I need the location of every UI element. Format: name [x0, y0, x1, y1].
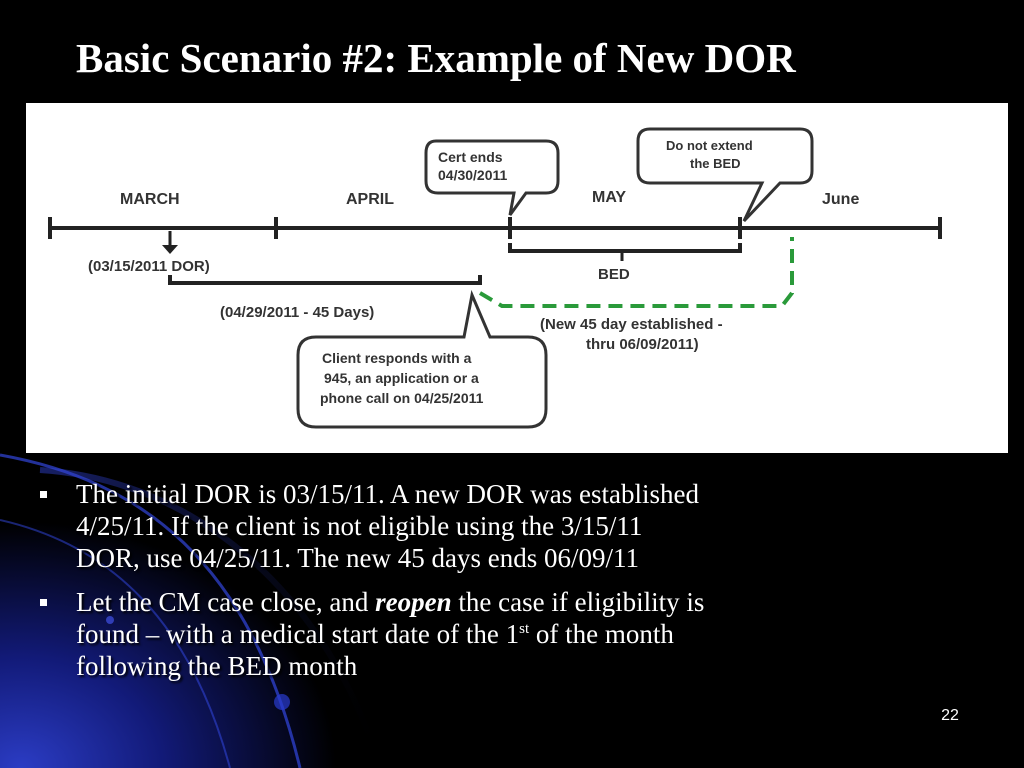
bed-bracket — [508, 243, 742, 253]
bullet-2-superscript: st — [519, 621, 530, 637]
bullet-2-text-b: the case if eligibility is — [451, 587, 705, 617]
month-may: MAY — [592, 189, 626, 206]
bullet-1-line-1: The initial DOR is 03/15/11. A new DOR w… — [76, 479, 699, 509]
bullet-1-line-3: DOR, use 04/25/11. The new 45 days ends … — [76, 543, 639, 573]
client-responds-line3: phone call on 04/25/2011 — [320, 390, 484, 406]
client-responds-line2: 945, an application or a — [324, 370, 479, 386]
bullet-2-text-d: of the month — [529, 619, 674, 649]
month-june: June — [822, 191, 859, 208]
slide-number: 22 — [941, 707, 959, 724]
bullet-2-emphasis: reopen — [375, 587, 452, 617]
bullet-2-line-3: following the BED month — [76, 651, 358, 681]
forty-five-days-bracket — [168, 275, 482, 285]
bullet-item-2: Let the CM case close, and reopen the ca… — [34, 586, 964, 682]
cert-ends-callout: Cert ends 04/30/2011 — [424, 139, 560, 216]
do-not-extend-line2: the BED — [690, 156, 741, 171]
bullet-2-text-a: Let the CM case close, and — [76, 587, 376, 617]
new-45-days-dashed-line — [478, 237, 794, 308]
slide-title: Basic Scenario #2: Example of New DOR — [76, 35, 796, 81]
timeline-diagram: MARCH APRIL MAY June (03/15/2011 DOR) (0… — [26, 103, 1008, 453]
client-responds-line1: Client responds with a — [322, 350, 472, 366]
bullet-square-icon — [40, 491, 47, 498]
bullet-1-line-2: 4/25/11. If the client is not eligible u… — [76, 511, 643, 541]
bullet-2-line-1: Let the CM case close, and reopen the ca… — [76, 586, 964, 618]
dor-arrow-head — [162, 245, 178, 254]
bed-label: BED — [598, 266, 630, 283]
bullet-item-1: The initial DOR is 03/15/11. A new DOR w… — [34, 478, 964, 574]
bullet-2-text-c: found – with a medical start date of the… — [76, 619, 520, 649]
month-april: APRIL — [346, 191, 394, 208]
cert-ends-line2: 04/30/2011 — [438, 167, 508, 183]
new-45-label-line2: thru 06/09/2011) — [586, 336, 699, 353]
client-responds-callout: Client responds with a 945, an applicati… — [296, 289, 548, 429]
bullet-list: The initial DOR is 03/15/11. A new DOR w… — [34, 478, 964, 694]
month-march: MARCH — [120, 191, 180, 208]
bullet-square-icon — [40, 599, 47, 606]
cert-ends-line1: Cert ends — [438, 149, 503, 165]
do-not-extend-callout: Do not extend the BED — [636, 127, 814, 223]
do-not-extend-line1: Do not extend — [666, 138, 753, 153]
bullet-2-line-2: found – with a medical start date of the… — [76, 618, 964, 650]
forty-five-days-label: (04/29/2011 - 45 Days) — [220, 304, 374, 321]
initial-dor-label: (03/15/2011 DOR) — [88, 258, 210, 275]
new-45-label-line1: (New 45 day established - — [540, 316, 723, 333]
